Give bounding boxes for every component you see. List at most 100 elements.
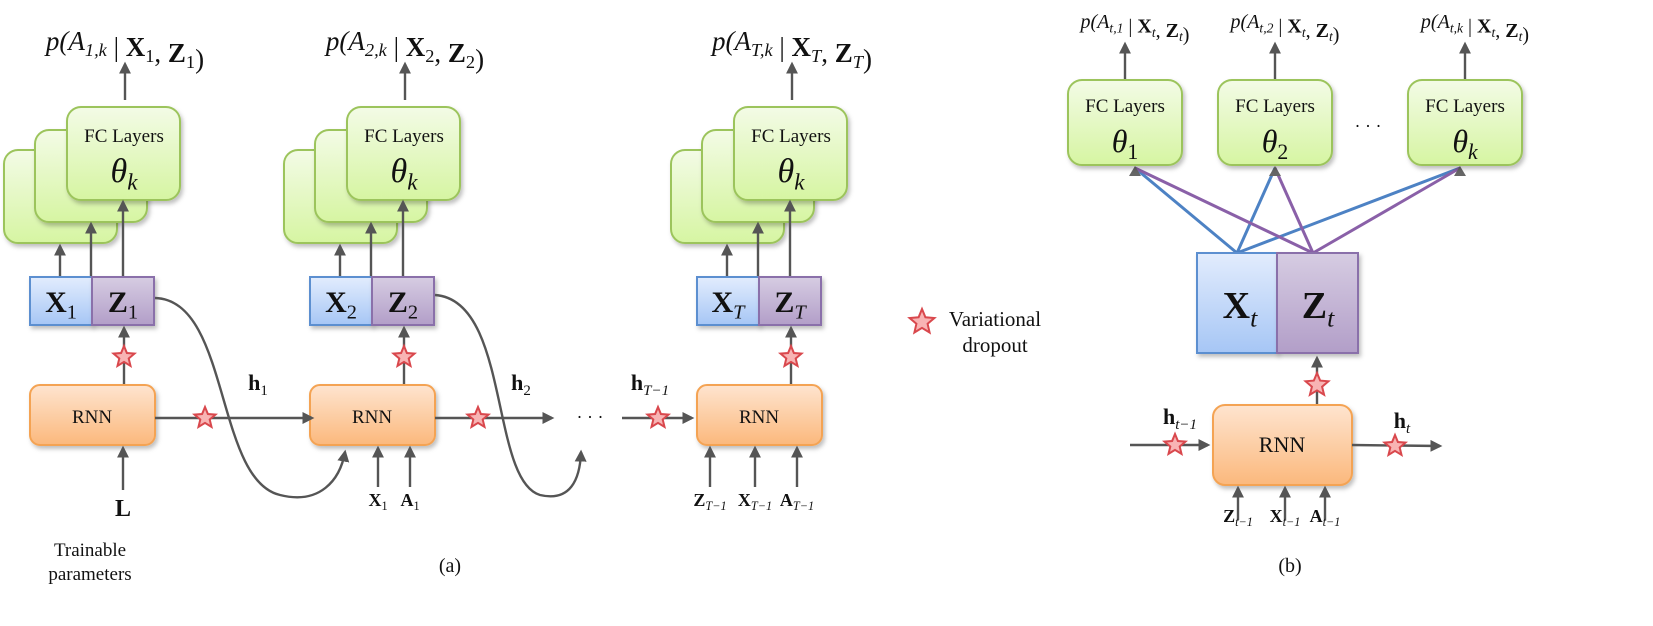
label-part: ) [195, 44, 204, 74]
input-label: Zt−1 [1223, 506, 1253, 529]
label-part: t [1406, 421, 1411, 437]
label-part: A [1245, 11, 1260, 33]
dropout-star-icon [390, 343, 418, 369]
label-part: 1 [128, 302, 138, 324]
label-part: 1 [186, 52, 195, 72]
init-input-label: L [115, 496, 131, 522]
x-box [309, 276, 373, 326]
link-arrowhead [1454, 166, 1466, 176]
output-probability-label: p(At,2 | Xt, Zt) [1229, 11, 1340, 46]
label-part: ) [863, 44, 872, 74]
x-to-fc-link [1236, 166, 1461, 255]
label-part: Z [168, 38, 186, 68]
label-part: θ [1452, 123, 1468, 159]
label-part: Z [448, 38, 466, 68]
fc-layers-label: FC Layers [1085, 96, 1165, 117]
label-part: X [1477, 15, 1492, 37]
input-label: Xt−1 [1270, 506, 1301, 529]
label-part: Z [1223, 506, 1235, 526]
feedback-curve [154, 296, 350, 499]
z-box [91, 276, 155, 326]
label-part: h [511, 370, 523, 395]
hidden-label: hT−1 [631, 370, 669, 399]
x-box [696, 276, 760, 326]
fc-param-label: θ1 [1112, 123, 1139, 164]
z-box-label: Z1 [108, 286, 138, 324]
rnn-label: RNN [739, 407, 779, 428]
label-part: p( [1229, 11, 1249, 33]
label-part: h [631, 370, 643, 395]
label-part: | [387, 32, 406, 62]
label-part: T−1 [643, 383, 669, 399]
caption-b: (b) [1278, 555, 1301, 577]
fc-layers-label: FC Layers [84, 126, 164, 147]
fc-param-label: θk [1452, 123, 1478, 164]
label-part: 2 [408, 302, 418, 324]
z-to-fc-link [1312, 166, 1461, 255]
dropout-star-icon [1381, 432, 1409, 458]
input-label: XT−1 [738, 490, 772, 513]
label-part: θ [391, 153, 408, 190]
output-probability-label: p(AT,k | XT, ZT) [710, 26, 872, 74]
ellipsis: · · · [577, 407, 604, 427]
label-part: ) [475, 44, 484, 74]
label-part: h [1394, 408, 1406, 433]
label-part: θ [1112, 123, 1128, 159]
trainable-caption: Trainable [54, 540, 126, 561]
dropout-star-icon [1303, 370, 1331, 397]
dropout-star-icon [464, 404, 492, 430]
label-part: Z [1505, 20, 1518, 42]
label-part: p( [1419, 11, 1439, 33]
ellipsis: · · · [1355, 116, 1382, 136]
label-part: X [325, 286, 347, 319]
x-to-fc-link [1134, 166, 1238, 255]
label-part: A [400, 490, 413, 510]
feedback-curve [434, 293, 587, 498]
z-box [371, 276, 435, 326]
label-part: t−1 [1283, 515, 1301, 529]
label-part: h [248, 370, 260, 395]
rnn-box [696, 384, 823, 446]
label-part: Z [1316, 20, 1329, 42]
dropout-star-icon [191, 404, 219, 430]
label-part: X [738, 490, 751, 510]
hidden-label: ht−1 [1163, 404, 1197, 433]
z-box-label: Z2 [388, 286, 418, 324]
label-part: T−1 [705, 499, 726, 513]
label-part: A [733, 26, 752, 56]
label-part: Z [388, 286, 408, 319]
label-part: | [1123, 15, 1137, 37]
fc-layers-label: FC Layers [751, 126, 831, 147]
label-part: , [1495, 20, 1505, 42]
label-part: Z [693, 490, 705, 510]
trainable-caption: parameters [48, 564, 131, 585]
label-part: X [126, 32, 146, 62]
label-part: t [1179, 29, 1184, 44]
label-part: , [154, 38, 168, 68]
label-part: t [1519, 29, 1524, 44]
label-part: A [780, 490, 793, 510]
hidden-label: ht [1394, 408, 1411, 437]
label-part: X [1223, 285, 1250, 327]
label-part: 1 [1127, 140, 1138, 164]
label-part: 1 [145, 46, 154, 66]
fc-param-label: θk [391, 153, 419, 195]
z-box-label: ZT [774, 286, 807, 324]
caption-a: (a) [439, 555, 461, 577]
label-part: θ [778, 153, 795, 190]
label-part: ) [1333, 24, 1340, 46]
label-part: t,2 [1259, 20, 1273, 35]
label-part: p( [710, 26, 737, 56]
star-icon [907, 306, 937, 335]
label-part: L [115, 496, 131, 522]
dropout-star-icon [644, 404, 672, 430]
label-part: X [45, 286, 67, 319]
label-part: | [773, 32, 792, 62]
label-part: | [107, 32, 126, 62]
label-part: p( [1079, 11, 1099, 33]
fc-param-label: θ2 [1262, 123, 1289, 164]
dropout-star-icon [110, 343, 138, 369]
label-part: t [1492, 25, 1497, 40]
label-part: T,k [751, 40, 773, 60]
